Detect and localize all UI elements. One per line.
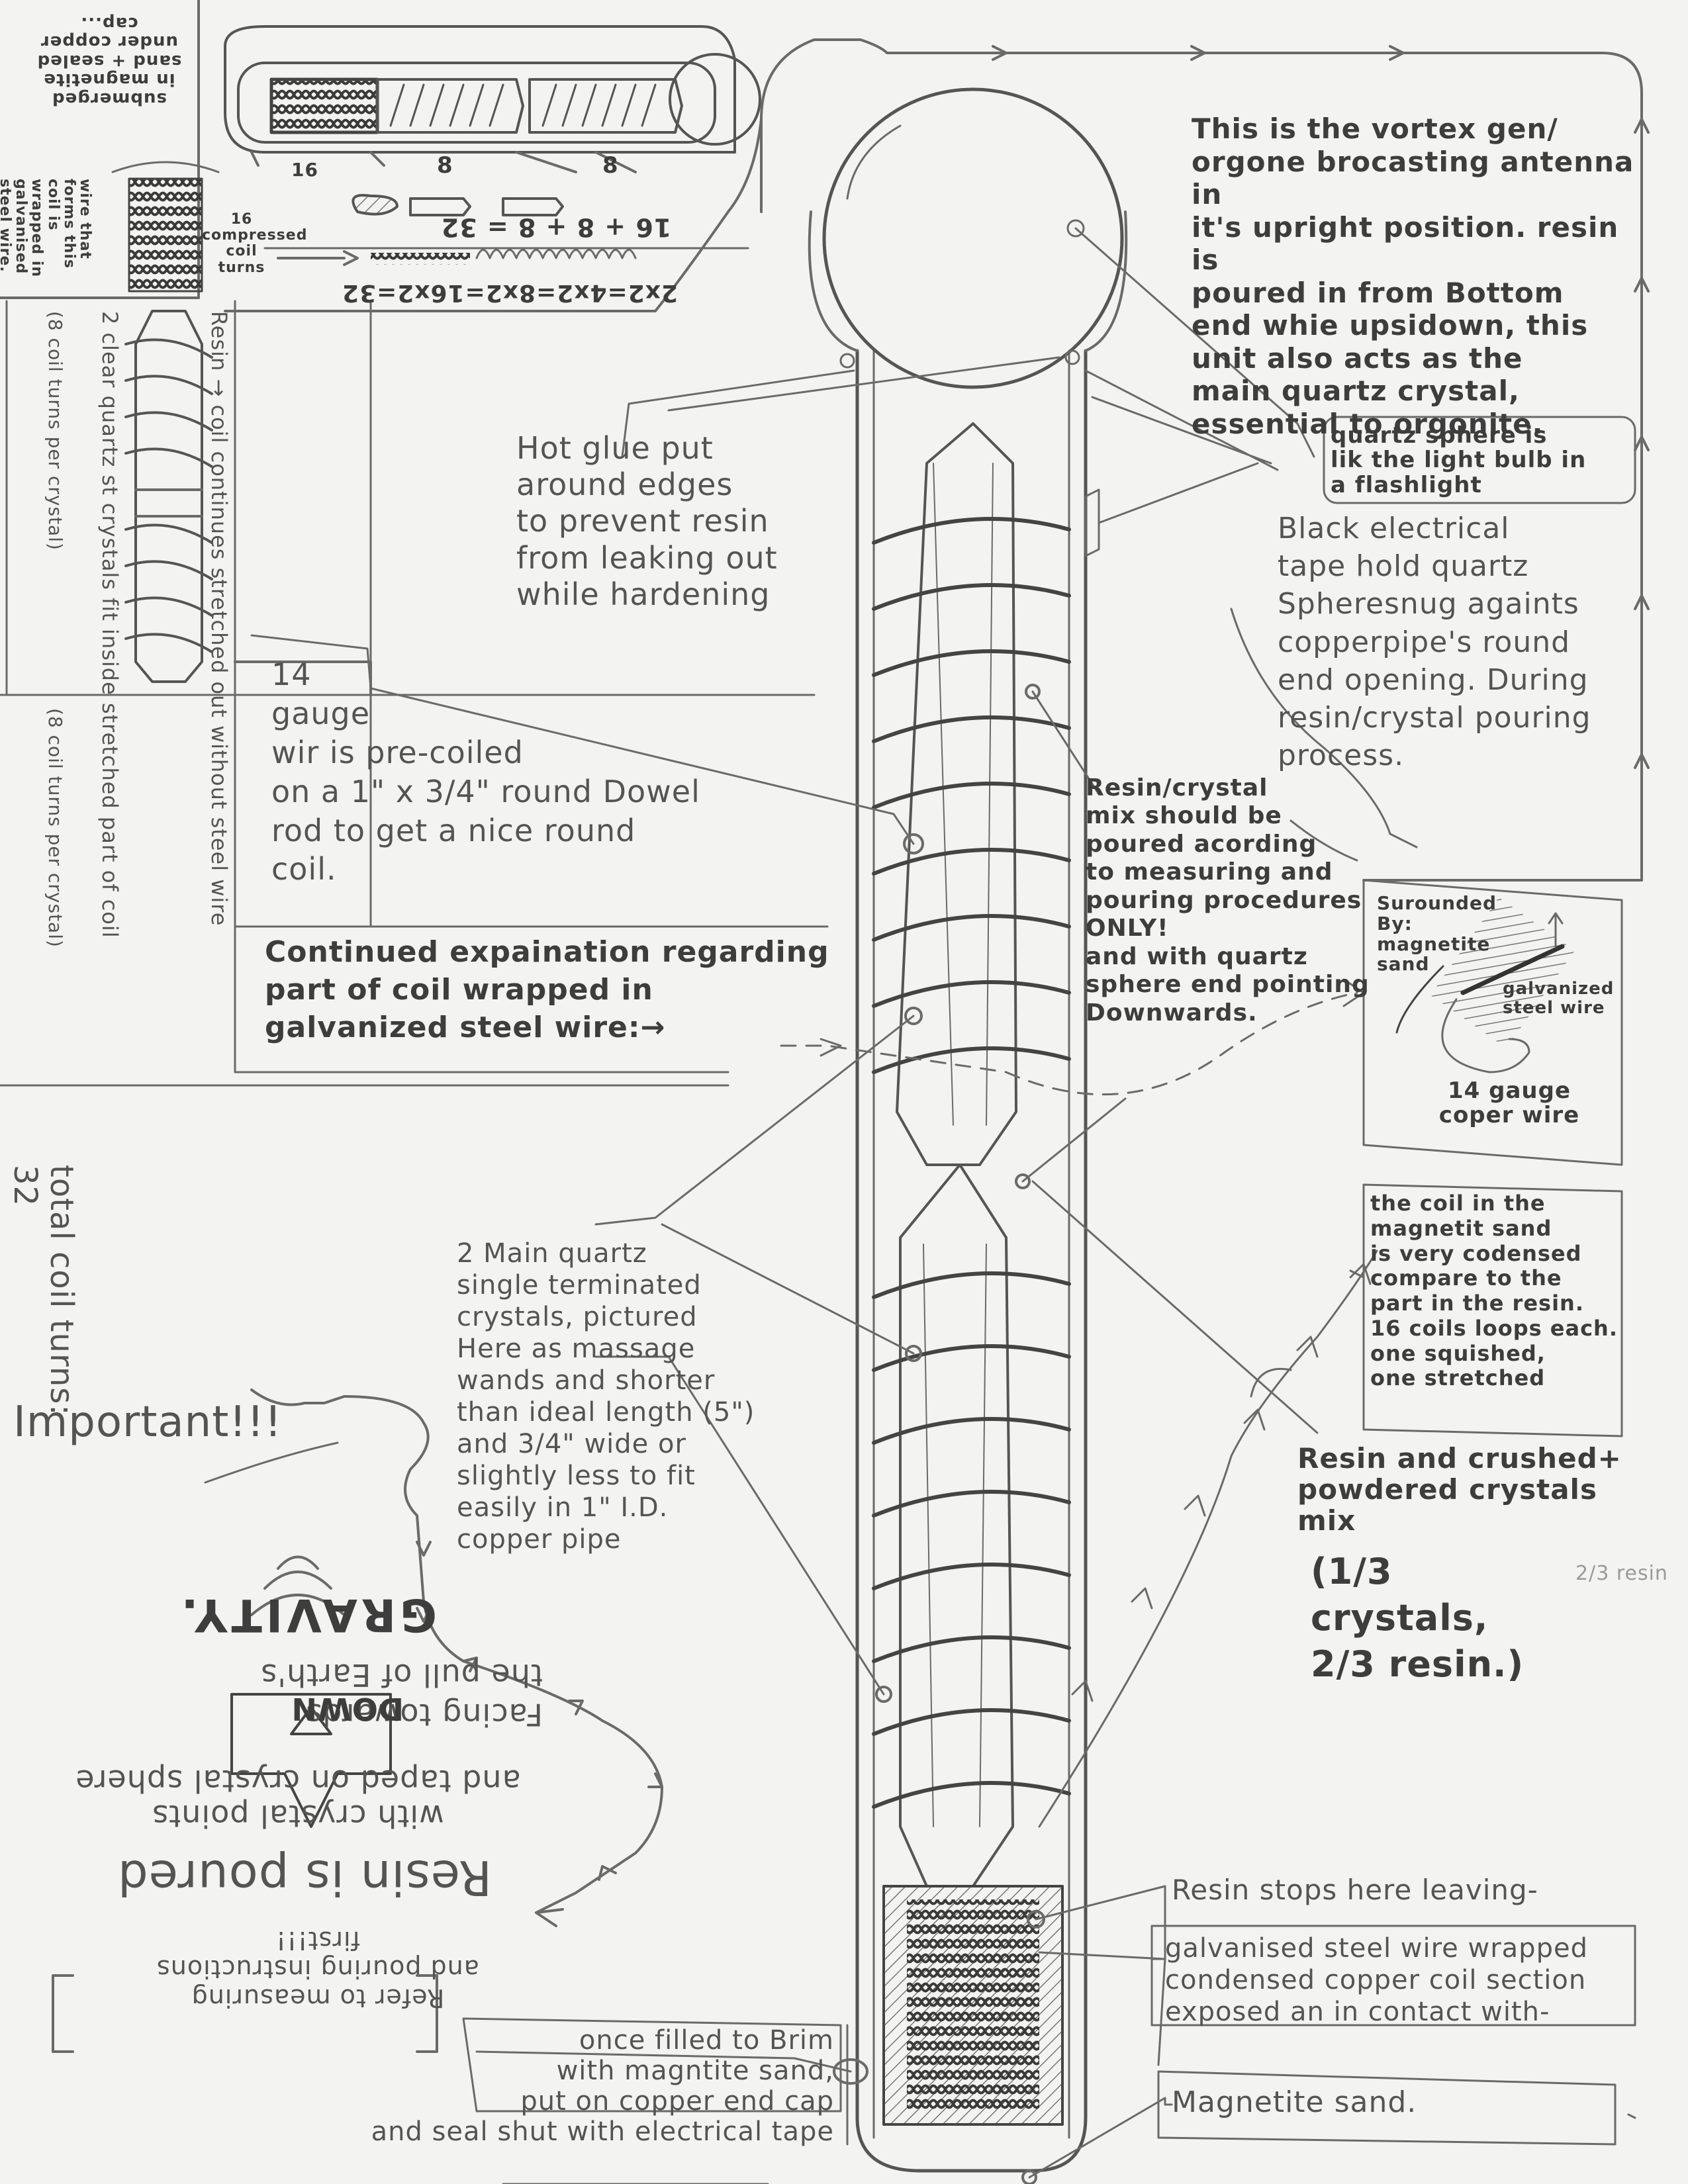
quartz-sphere-note: quartz sphere is lik the light bulb in a…: [1331, 422, 1587, 498]
gravity-graphic: [52, 1388, 663, 2053]
wire-forms-note: wire that forms this coil is wrapped in …: [0, 179, 93, 278]
magnetite-inset: [1362, 879, 1623, 1437]
submerged-note: submerged in magnetite sand + sealed und…: [36, 13, 182, 109]
down-label: DOWN: [291, 1691, 404, 1727]
quartz-sphere: [822, 87, 1124, 389]
tape-seal: [833, 2058, 868, 2085]
total-turns-note: total coil turns: 32: [6, 1165, 80, 1416]
clear-quartz-note: 2 clear quartz st crystals fit inside st…: [97, 311, 122, 938]
galvanized-small-note: galvanized steel wire: [1503, 979, 1615, 1018]
mini-pipe-diagram: [224, 25, 761, 266]
refer-note: Refer to measuring and pouring instructi…: [156, 1925, 480, 2013]
resin-side-note: Resin → coil continues stretched out wit…: [207, 311, 232, 927]
resin-stops-note: Resin stops here leaving-: [1172, 1874, 1538, 1906]
gravity-label: GRAVITY.: [177, 1588, 437, 1641]
mini-label-8a: 8: [437, 152, 453, 179]
galv-section-note: galvanised steel wire wrapped condensed …: [1165, 1933, 1588, 2027]
coil-condensed-note: the coil in the magnetit sand is very co…: [1370, 1191, 1618, 1391]
powdered-note: Resin and crushed+ powdered crystals mix: [1297, 1442, 1622, 1537]
surrounded-note: Surounded By: magnetite sand: [1377, 892, 1497, 976]
eq-bottom-note: 2x2=4x2=8x2=16x2=32: [341, 279, 679, 306]
important-note: Important!!!: [13, 1398, 283, 1447]
eq-top-note: 16 + 8 + 8 = 32: [440, 212, 672, 242]
gauge-wire-note: 14 gauge wir is pre-coiled on a 1" x 3/4…: [271, 657, 700, 887]
flow-arrow-loop: [224, 38, 1650, 882]
mini-label-8b: 8: [602, 152, 619, 179]
upper-crystal: [896, 422, 1017, 1166]
main-pipe: [808, 87, 1128, 2184]
down-arrow: [230, 1693, 392, 1828]
magnetite-note: Magnetite sand.: [1172, 2085, 1417, 2119]
coil-turns-a-note: (8 coil turns per crystal): [44, 311, 66, 551]
ratio-ghost-note: 2/3 resin: [1575, 1562, 1668, 1585]
black-tape-note: Black electrical tape hold quartz Sphere…: [1278, 512, 1591, 773]
resin-poured-note: Resin is poured: [117, 1850, 492, 1905]
coil-turns-b-note: (8 coil turns per crystal): [44, 708, 66, 948]
title-note: This is the vortex gen/ orgone brocastin…: [1192, 113, 1634, 440]
copper-wire-note: 14 gauge coper wire: [1438, 1077, 1580, 1129]
lower-crystal: [899, 1163, 1014, 1888]
crystal-points-note: with crystal points and taped on crystal…: [75, 1763, 521, 1834]
inverted-notes: Refer to measuring and pouring instructi…: [26, 1509, 556, 2013]
mini-label-16: 16: [291, 159, 318, 181]
hot-glue-note: Hot glue put around edges to prevent res…: [516, 430, 778, 612]
main-quartz-note: 2 Main quartz single terminated crystals…: [457, 1238, 755, 1555]
side-coil-column: [111, 161, 220, 683]
ratio-note: (1/3 crystals, 2/3 resin.): [1311, 1551, 1524, 1686]
continued-note: Continued expaination regarding part of …: [265, 935, 829, 1045]
resin-mix-note: Resin/crystal mix should be poured acord…: [1086, 774, 1370, 1026]
compressed-note: 16 compressed coil turns: [202, 211, 308, 276]
once-filled-note: once filled to Brim with magntite sand, …: [371, 2025, 834, 2147]
